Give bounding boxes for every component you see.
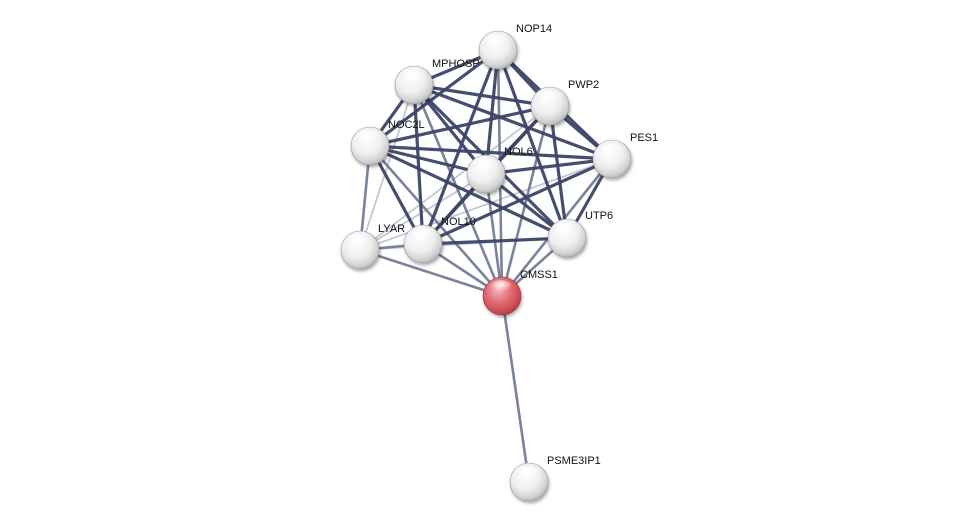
node-highlight [473,158,497,172]
node-noc2l[interactable]: NOC2L [350,119,425,166]
node-nol6[interactable]: NOL6 [466,146,533,194]
node-nol10[interactable]: NOL10 [403,216,476,264]
node-label: LYAR [378,223,405,235]
node-highlight [357,130,381,144]
node-label: PSME3IP1 [547,455,601,467]
node-label: CMSS1 [520,269,558,281]
node-pes1[interactable]: PES1 [592,132,658,179]
edge-pwp2-noc2l[interactable] [368,104,552,148]
node-highlight [489,280,513,294]
node-label: MPHOSP [432,58,480,70]
node-pwp2[interactable]: PWP2 [530,79,599,126]
edge-noc2l-nol6[interactable] [368,144,488,176]
node-label: PES1 [630,132,658,144]
node-highlight [599,143,623,157]
edge-nop14-nol10[interactable] [421,48,500,246]
edge-utp6-nol10[interactable] [421,236,569,246]
edges-layer [358,48,614,484]
node-nop14[interactable]: NOP14 [478,23,552,70]
edge-nop14-noc2l[interactable] [368,48,500,148]
edge-mphosph10-nol10[interactable] [412,83,425,246]
edge-cmss1-psme3ip1[interactable] [500,294,531,484]
node-highlight [537,90,561,104]
node-highlight [516,466,540,480]
node-psme3ip1[interactable]: PSME3IP1 [509,455,601,502]
edge-pes1-lyar[interactable] [359,158,613,251]
node-label: NOP14 [516,23,552,35]
node-label: NOL6 [504,146,533,158]
node-label: UTP6 [585,210,613,222]
node-label: NOL10 [441,216,476,228]
edge-noc2l-pes1[interactable] [368,144,614,161]
edge-pwp2-lyar[interactable] [359,105,551,251]
edge-mphosph10-cmss1[interactable] [412,83,504,298]
node-utp6[interactable]: UTP6 [547,210,613,258]
node-highlight [410,228,434,242]
edge-nol6-cmss1[interactable] [484,172,504,298]
node-highlight [347,234,371,248]
edge-pes1-nol10[interactable] [421,157,614,246]
node-highlight [401,69,425,83]
node-label: NOC2L [388,119,425,131]
node-cmss1[interactable]: CMSS1 [482,269,558,316]
node-highlight [485,34,509,48]
edge-mphosph10-pwp2[interactable] [412,83,552,108]
edge-noc2l-cmss1[interactable] [368,144,504,298]
edge-nol6-pes1[interactable] [484,157,614,176]
node-mphosph10[interactable]: MPHOSP [394,58,480,105]
edge-lyar-cmss1[interactable] [358,248,504,298]
edge-pwp2-utp6[interactable] [548,104,569,240]
edge-mphosph10-lyar[interactable] [359,84,415,251]
edge-pwp2-cmss1[interactable] [500,104,552,298]
edge-mphosph10-pes1[interactable] [412,83,614,161]
edge-nop14-utp6[interactable] [496,48,569,240]
node-lyar[interactable]: LYAR [340,223,405,270]
node-label: PWP2 [568,79,599,91]
edge-nol6-lyar[interactable] [359,173,487,251]
node-highlight [554,222,578,236]
